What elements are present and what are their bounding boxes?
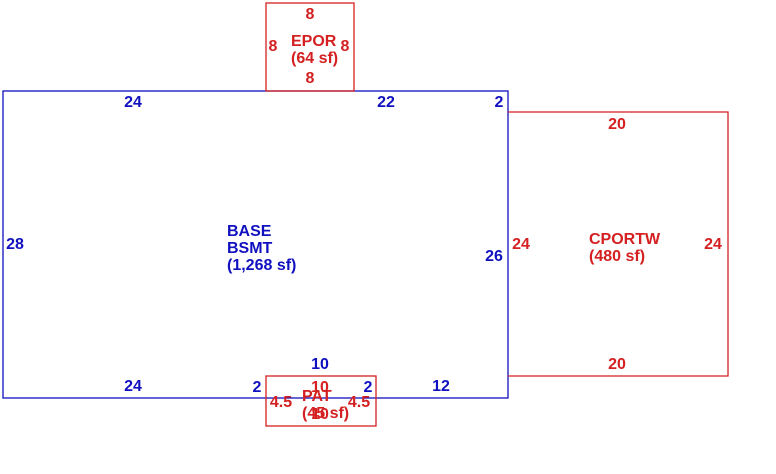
pat-area-label: (45 sf) — [302, 405, 349, 422]
dim-base-top-mid: 22 — [377, 94, 395, 111]
cportw-outline — [508, 111, 729, 377]
dim-pat-right: 4.5 — [348, 394, 370, 411]
dim-base-top-left: 24 — [124, 94, 142, 111]
dim-base-left: 28 — [6, 236, 24, 253]
dim-base-bottom-left: 24 — [124, 378, 142, 395]
base-area-label: (1,268 sf) — [227, 257, 296, 274]
dim-base-bottom-right: 12 — [432, 378, 450, 395]
epor-area-label: (64 sf) — [291, 50, 338, 67]
dim-epor-bottom: 8 — [306, 70, 315, 87]
epor-outline — [265, 2, 355, 92]
dim-base-bottom-notch: 10 — [311, 356, 329, 373]
dim-epor-left: 8 — [269, 38, 278, 55]
dim-cport-bottom: 20 — [608, 356, 626, 373]
base-type-label: BSMT — [227, 240, 273, 257]
pat-name-label: PAT — [302, 388, 332, 405]
pat-outline — [265, 375, 377, 427]
dim-cport-top: 20 — [608, 116, 626, 133]
dim-base-bottom-step-right: 2 — [364, 379, 373, 396]
base-name-label: BASE — [227, 223, 272, 240]
dim-base-top-right: 2 — [495, 94, 504, 111]
dim-base-right: 26 — [485, 248, 503, 265]
base-outline — [2, 90, 509, 399]
dim-epor-top: 8 — [306, 6, 315, 23]
cportw-area-label: (480 sf) — [589, 248, 645, 265]
dim-cport-right: 24 — [704, 236, 722, 253]
dim-epor-right: 8 — [341, 38, 350, 55]
dim-pat-left: 4.5 — [270, 394, 292, 411]
cportw-name-label: CPORTW — [589, 231, 661, 248]
dim-base-bottom-step-left: 2 — [253, 379, 262, 396]
epor-name-label: EPOR — [291, 33, 337, 50]
dim-cport-left: 24 — [512, 236, 530, 253]
dim-pat-bottom: 10 — [311, 406, 329, 423]
dim-pat-top: 10 — [311, 379, 329, 396]
